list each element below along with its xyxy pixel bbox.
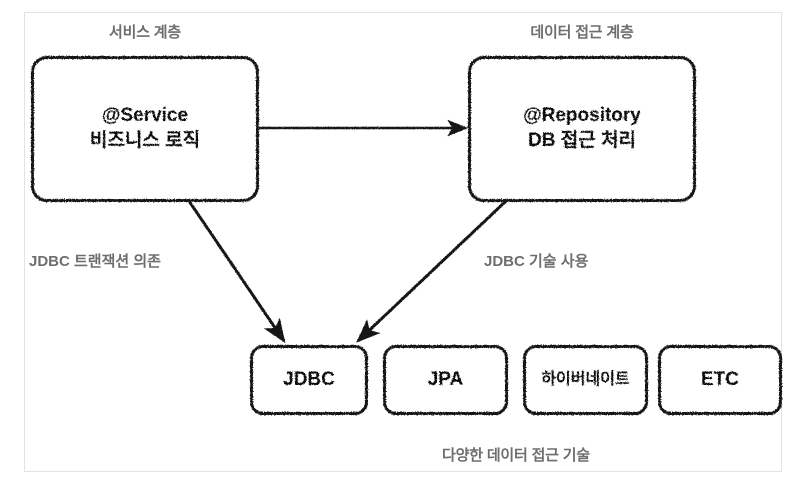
node-repository[interactable]: @Repository DB 접근 처리 [468, 56, 696, 202]
node-service-subtitle: 비즈니스 로직 [89, 130, 201, 151]
node-tech-hibernate[interactable]: 하이버네이트 [523, 345, 648, 415]
node-tech-jpa-label: JPA [427, 368, 464, 390]
bottom-caption: 다양한 데이터 접근 기술 [442, 447, 590, 464]
node-tech-etc[interactable]: ETC [658, 345, 782, 415]
service-layer-caption: 서비스 계층 [109, 24, 181, 41]
node-repository-title: @Repository [523, 105, 641, 127]
node-service[interactable]: @Service 비즈니스 로직 [31, 56, 259, 202]
node-tech-hibernate-label: 하이버네이트 [541, 370, 630, 388]
edge-label-jdbc-transaction-dependency: JDBC 트랜잭션 의존 [29, 253, 161, 270]
node-tech-jdbc[interactable]: JDBC [250, 345, 368, 415]
node-repository-subtitle: DB 접근 처리 [528, 130, 636, 151]
edge-label-jdbc-technology-usage: JDBC 기술 사용 [484, 253, 589, 270]
node-tech-etc-label: ETC [701, 368, 739, 390]
data-access-layer-caption: 데이터 접근 계층 [530, 24, 634, 41]
node-service-title: @Service [101, 105, 189, 127]
node-tech-jdbc-label: JDBC [283, 368, 335, 390]
node-tech-jpa[interactable]: JPA [383, 345, 508, 415]
